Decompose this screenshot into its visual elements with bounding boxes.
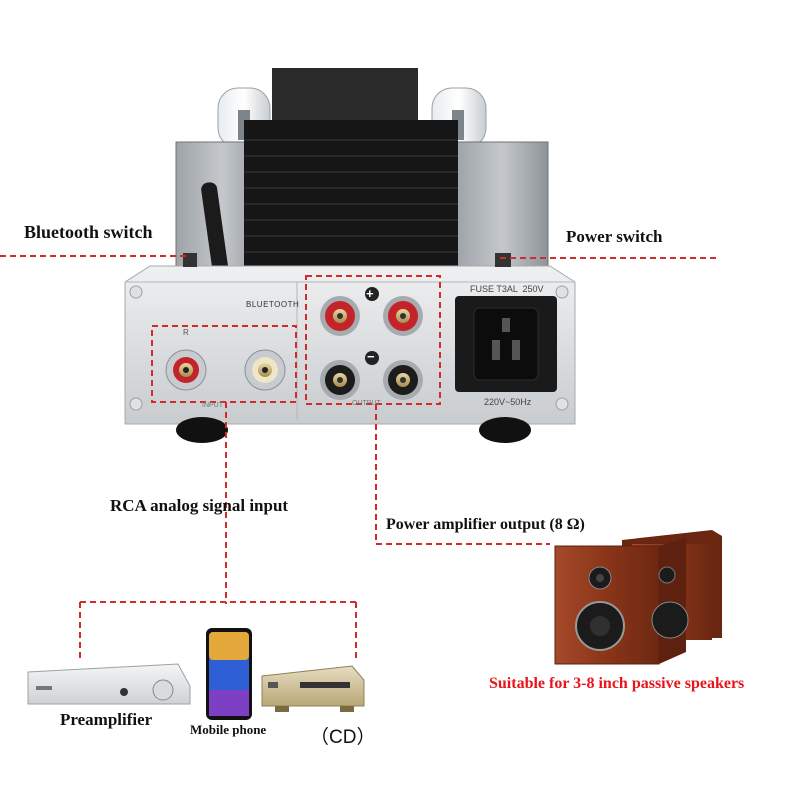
power-output-label: Power amplifier output (8 Ω) — [386, 516, 585, 533]
voltage-label: 220V~50Hz — [484, 397, 532, 407]
foot-left — [176, 417, 228, 443]
input-panel-label: INPUT — [202, 402, 223, 409]
rca-input-label: RCA analog signal input — [110, 496, 289, 515]
preamplifier-device — [27, 663, 191, 705]
power-transformer — [244, 68, 458, 268]
bluetooth-switch-label: Bluetooth switch — [24, 222, 153, 242]
binding-post-black-2 — [383, 360, 423, 400]
bluetooth-panel-label: BLUETOOTH — [246, 300, 300, 309]
foot-right — [479, 417, 531, 443]
binding-post-red-1 — [320, 296, 360, 336]
binding-post-red-2 — [383, 296, 423, 336]
output-panel-label: OUTPUT — [352, 400, 381, 407]
power-socket — [455, 296, 557, 392]
power-switch — [495, 253, 511, 267]
mobile-phone-label: Mobile phone — [190, 722, 267, 737]
rca-r-label: R — [183, 328, 189, 337]
speakers — [554, 530, 722, 665]
transformer-cover-right — [455, 141, 549, 267]
mobile-phone-device — [206, 628, 252, 720]
minus-symbol: − — [367, 349, 375, 364]
plus-symbol: + — [366, 286, 374, 301]
power-switch-label: Power switch — [566, 227, 663, 246]
cd-label: （CD） — [310, 727, 376, 748]
connection-lines — [0, 255, 718, 660]
rca-jack-right — [165, 349, 207, 391]
cd-player-device — [261, 665, 365, 712]
binding-post-black-1 — [320, 360, 360, 400]
fuse-rating-label: FUSE T3AL 250V — [470, 284, 544, 294]
speakers-note: Suitable for 3-8 inch passive speakers — [489, 675, 745, 692]
rca-jack-left — [244, 349, 286, 391]
bluetooth-switch — [183, 253, 197, 267]
preamplifier-label: Preamplifier — [60, 710, 153, 729]
